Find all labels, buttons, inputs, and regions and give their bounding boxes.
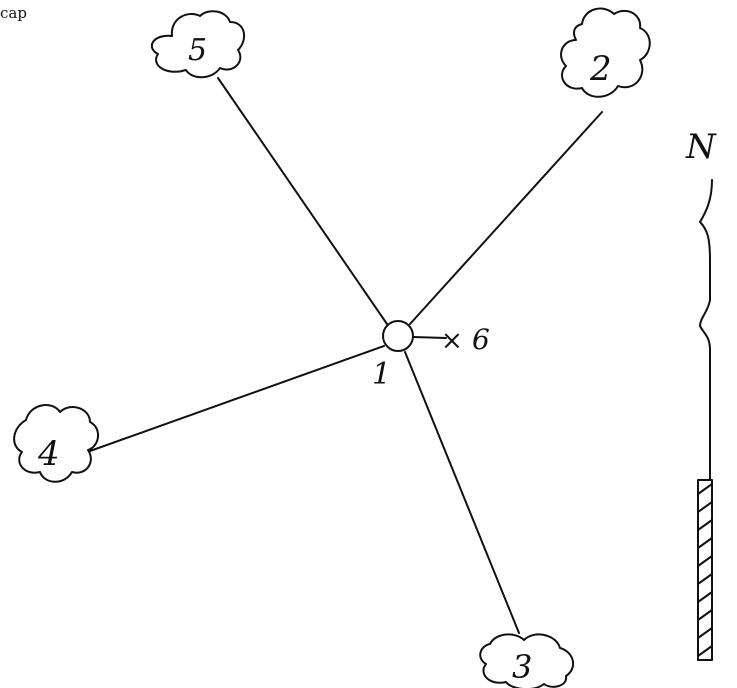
cloud-node-2: 2 [560, 7, 651, 98]
hub-label: 1 [372, 357, 391, 392]
spoke-1-5 [217, 77, 388, 325]
north-arrow-shaft [699, 179, 713, 481]
cloud-4-outline [13, 404, 99, 483]
north-arrow: N [685, 127, 717, 661]
cloud-4-label: 4 [37, 434, 60, 474]
spoke-1-4 [89, 345, 385, 452]
marker-label: 6 [472, 323, 490, 356]
north-arrow-hatching [697, 483, 713, 657]
cloud-node-4: 4 [13, 404, 99, 483]
spoke-1-3 [404, 351, 520, 634]
cloud-5-outline [150, 10, 246, 79]
caption-text: cap [0, 4, 27, 22]
cloud-2-label: 2 [589, 49, 612, 89]
spokes [89, 77, 603, 634]
north-label: N [685, 127, 717, 167]
hub-node: 1 [372, 320, 414, 392]
hub-circle [382, 320, 414, 352]
cloud-3-label: 3 [512, 648, 532, 686]
north-arrow-tail [697, 479, 713, 661]
marker-x: × [441, 326, 463, 356]
marker-line [412, 336, 447, 339]
spoke-1-2 [409, 111, 603, 325]
marker: × 6 [412, 323, 490, 356]
cloud-node-5: 5 [150, 10, 246, 79]
cloud-node-3: 3 [479, 633, 575, 688]
cloud-3-outline [479, 633, 575, 688]
cloud-2-outline [560, 7, 651, 98]
cloud-5-label: 5 [188, 33, 207, 68]
